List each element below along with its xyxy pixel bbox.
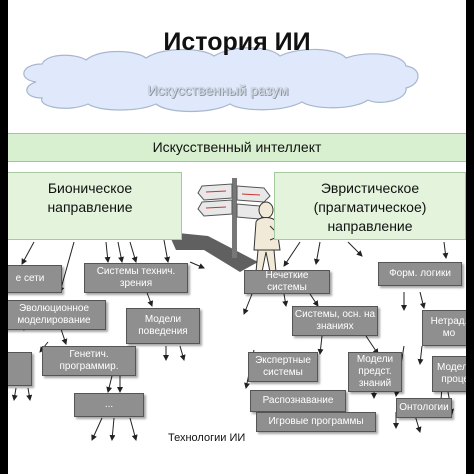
diagram-canvas: История ИИ Искусственный разум Искусстве… [8, 0, 466, 474]
thinking-man-icon [253, 201, 281, 273]
signpost-shadow [168, 232, 258, 272]
box-nonstandard: Нетрад. мо [422, 310, 466, 346]
box-knowledge-systems: Системы, осн. на знаниях [292, 306, 378, 336]
box-evolutionary: Эволюционное моделирование [8, 300, 106, 330]
box-recognition: Распознавание [250, 390, 346, 412]
bionic-line-2: направление [47, 199, 133, 215]
box-behavior-models: Модели поведения [126, 308, 200, 344]
box-genetic-prog: Генетич. программир. [42, 346, 136, 376]
bionic-direction: Бионическое направление [8, 172, 182, 240]
cloud-label: Искусственный разум [147, 82, 289, 98]
heuristic-line-3: направление [327, 218, 413, 234]
box-knowledge-models: Модели предст. знаний [348, 352, 402, 392]
ai-band: Искусственный интеллект [8, 133, 466, 162]
heuristic-line-2: (прагматическое) [313, 199, 427, 215]
box-formal-logic: Форм. логики [378, 262, 462, 286]
heuristic-direction: Эвристическое (прагматическое) направлен… [274, 172, 466, 240]
heuristic-line-1: Эвристическое [320, 180, 420, 196]
box-ontologies: Онтологии [396, 398, 452, 418]
box-ellipsis: ... [74, 393, 144, 417]
diagram-graphics [11, 47, 455, 441]
box-neural-nets: е сети [8, 265, 62, 293]
page-title: История ИИ [163, 28, 311, 56]
box-fuzzy: Нечеткие системы [244, 270, 330, 294]
box-game-programs: Игровые программы [256, 412, 376, 432]
box-process: Модели проце [432, 356, 466, 392]
box-left-edge [8, 352, 32, 386]
cloud-shape [23, 47, 419, 113]
box-tech-vision: Системы технич. зрения [84, 263, 188, 293]
box-expert-systems: Экспертные системы [248, 352, 318, 382]
footer-label: Технологии ИИ [168, 432, 246, 444]
bionic-line-1: Бионическое [47, 180, 133, 196]
